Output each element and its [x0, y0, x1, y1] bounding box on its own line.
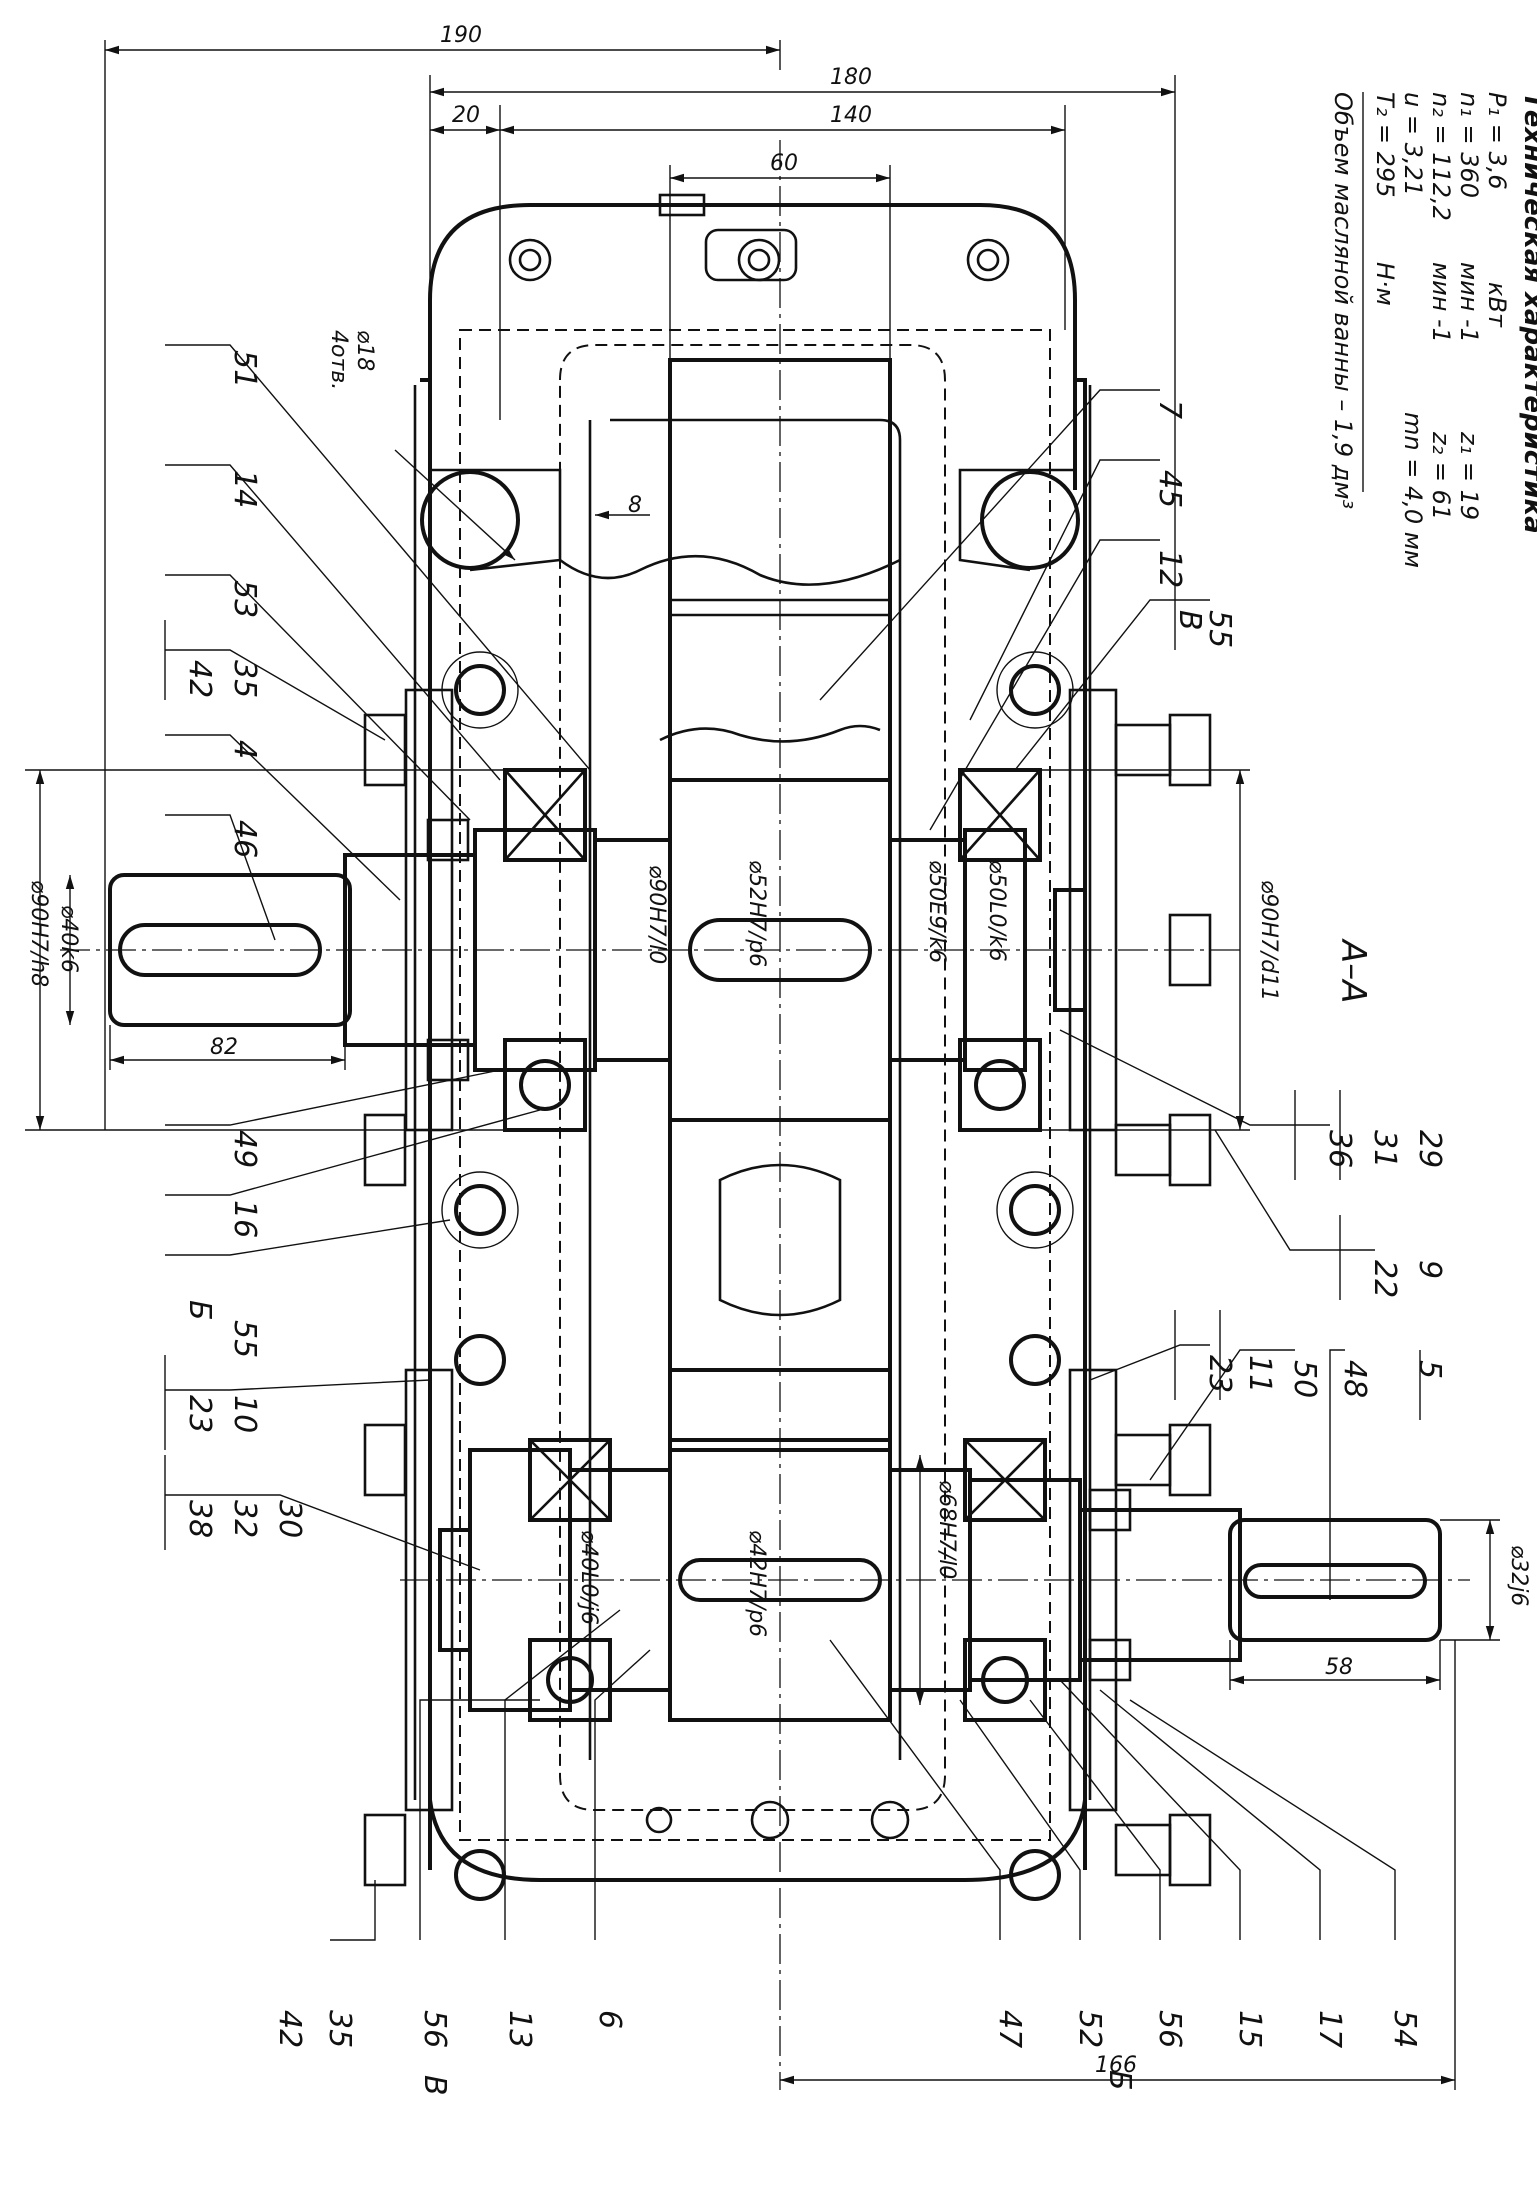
callout-32: 32	[227, 1500, 262, 1538]
dim-cover-fit-right: ⌀90H7/d11	[1256, 880, 1281, 1001]
dim-180: 180	[830, 65, 872, 90]
callout-22: 22	[1367, 1260, 1402, 1298]
dim-housing-bore-out: ⌀68H7/l0	[934, 1480, 959, 1579]
callout-45: 45	[1152, 470, 1187, 508]
tech-spec-row-3-unit: мин -1	[1427, 262, 1455, 343]
callout-v-right: В	[1172, 610, 1207, 631]
callout-49: 49	[227, 1130, 262, 1168]
housing-boss-bolts	[441, 651, 1074, 1901]
tech-spec-row-3-extra: z₂ = 61	[1427, 431, 1455, 520]
callout-29: 29	[1412, 1130, 1447, 1168]
callout-16: 16	[227, 1200, 262, 1238]
callout-b-right: Б	[1102, 2070, 1137, 2091]
callout-13: 13	[502, 2010, 537, 2048]
callout-47: 47	[992, 2010, 1027, 2048]
callout-50: 50	[1287, 1360, 1322, 1398]
dim-hole-count: 4отв.	[326, 330, 351, 390]
dim-bearing-seat-out: ⌀40L0/j6	[576, 1530, 601, 1625]
dim-gear-seat-out: ⌀42H7/p6	[744, 1530, 769, 1637]
callout-42-top: 42	[182, 660, 217, 698]
callout-14: 14	[227, 470, 262, 508]
callout-35-bottom: 35	[322, 2010, 357, 2048]
callout-48: 48	[1337, 1360, 1372, 1398]
callout-b-left: Б	[182, 1300, 217, 1321]
dim-190: 190	[440, 23, 482, 48]
callout-56-right: 56	[1152, 2010, 1187, 2048]
callout-54: 54	[1387, 2010, 1422, 2048]
callout-17: 17	[1312, 2010, 1347, 2048]
callout-55-left: 55	[227, 1320, 262, 1358]
dim-140: 140	[830, 103, 872, 128]
dim-output-shaft: ⌀32j6	[1506, 1545, 1531, 1606]
output-shaft	[400, 1438, 1470, 1722]
callouts-left: 51 14 53 42 35 4 46 49 16 55 Б 23 10 38 …	[182, 350, 627, 2096]
tech-spec-row-4-extra: mn = 4,0 мм	[1399, 412, 1427, 568]
bearing-covers	[404, 688, 1118, 1812]
callout-42-bottom: 42	[272, 2010, 307, 2048]
callout-31: 31	[1367, 1130, 1402, 1168]
callout-52: 52	[1072, 2010, 1107, 2048]
tech-spec-block: Техническая характеристика P₁ = 3,6 кВт …	[1329, 92, 1537, 568]
tech-spec-row-1: P₁ = 3,6	[1483, 92, 1511, 190]
dim-shaft-seat-in: ⌀50E9/k6	[924, 860, 949, 963]
callout-15: 15	[1232, 2010, 1267, 2048]
tech-spec-row-5: T₂ = 295	[1371, 92, 1399, 197]
tech-spec-title: Техническая характеристика	[1518, 92, 1537, 534]
dim-166: 166	[1095, 2053, 1137, 2078]
tech-spec-row-2-unit: мин -1	[1455, 262, 1483, 343]
callout-9: 9	[1412, 1260, 1447, 1279]
tech-spec-row-3: n₂ = 112,2	[1427, 92, 1455, 221]
housing	[413, 193, 1092, 1882]
callout-10: 10	[227, 1395, 262, 1433]
callout-55-right: 55	[1202, 610, 1237, 648]
cover-bolts	[508, 238, 1010, 1840]
callout-30: 30	[272, 1500, 307, 1538]
callout-53: 53	[227, 580, 262, 618]
tech-spec-row-4: u = 3,21	[1399, 92, 1427, 196]
callout-23-left: 23	[182, 1395, 217, 1433]
dim-housing-bore-in: ⌀90H7/l0	[644, 865, 669, 964]
tech-spec-row-2-extra: z₁ = 19	[1455, 431, 1483, 520]
callout-5: 5	[1412, 1360, 1447, 1379]
callout-56-left: 56	[417, 2010, 452, 2048]
dim-hole: ⌀18	[352, 330, 377, 371]
dimensions: 190 180 20 140 60 8 ⌀18 4отв. ⌀90H7/h8 ⌀	[25, 23, 1531, 2090]
dim-input-fit: ⌀90H7/h8	[26, 880, 51, 987]
callouts-right: 7 45 12 55 В 29 31 36 22 9 23 11 50 48 5…	[992, 400, 1447, 2091]
tech-spec-row-2: n₁ = 360	[1455, 92, 1483, 198]
tech-spec-row-5-unit: Н·м	[1371, 262, 1399, 306]
dim-8: 8	[628, 493, 642, 518]
callout-38: 38	[182, 1500, 217, 1538]
callout-v-left: В	[417, 2075, 452, 2096]
dim-output-len: 58	[1325, 1655, 1353, 1680]
callout-35-top: 35	[227, 660, 262, 698]
dim-input-len: 82	[210, 1035, 238, 1060]
dim-bearing-seat-in: ⌀50L0/k6	[984, 860, 1009, 962]
callout-6: 6	[592, 2010, 627, 2029]
dim-gear-seat-in: ⌀52H7/p6	[744, 860, 769, 967]
callout-46: 46	[227, 820, 262, 858]
section-label: А–А	[1333, 938, 1373, 1004]
leader-lines	[164, 344, 1421, 1941]
callout-51: 51	[227, 350, 262, 388]
dim-input-shaft: ⌀40k6	[56, 905, 81, 973]
callout-12: 12	[1152, 550, 1187, 588]
callout-7: 7	[1152, 400, 1187, 419]
tech-spec-row-1-unit: кВт	[1483, 282, 1511, 328]
dim-20: 20	[452, 103, 480, 128]
tech-spec-oil: Объем масляной ванны – 1,9 дм³	[1329, 92, 1357, 509]
callout-11: 11	[1242, 1355, 1277, 1393]
dim-60: 60	[770, 151, 798, 176]
